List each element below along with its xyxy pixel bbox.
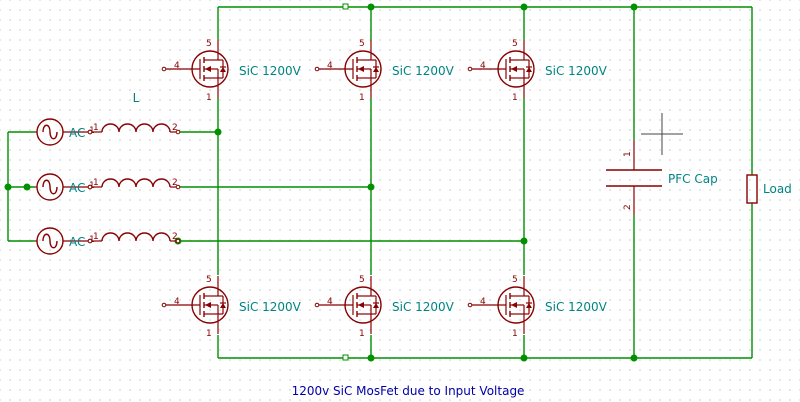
mosfet-value: SiC 1200V — [392, 64, 455, 78]
inductor-pin-number: 1 — [93, 178, 99, 188]
load-resistor[interactable]: Load — [746, 174, 792, 204]
mosfet-value: SiC 1200V — [239, 64, 302, 78]
gate-pin-number: 4 — [327, 61, 333, 71]
source-value: AC — [69, 181, 85, 195]
source-pin-number: 1 — [206, 93, 212, 103]
bus-marker — [342, 354, 349, 361]
junction-dot — [214, 128, 222, 136]
ac-source-2[interactable]: AC 1 — [34, 173, 95, 201]
drain-pin-number: 5 — [512, 275, 518, 285]
source-pin-number: 1 — [359, 93, 365, 103]
junction-dot — [520, 3, 528, 11]
mosfet-value: SiC 1200V — [392, 300, 455, 314]
junction-dot — [4, 183, 12, 191]
inductor-1[interactable]: 1 2 L — [87, 91, 181, 135]
drain-pin-number: 5 — [206, 39, 212, 49]
mosfet-q6[interactable]: 4 5 1 SiC 1200V — [467, 275, 608, 339]
junction-dot — [367, 3, 375, 11]
junction-dot — [520, 237, 528, 245]
inductor-pin-number: 2 — [172, 178, 178, 188]
gate-pin-number: 4 — [174, 61, 180, 71]
pfc-capacitor[interactable]: 1 2 PFC Cap — [606, 140, 718, 215]
crosshair-cursor — [641, 113, 683, 155]
source-pin-number: 1 — [206, 329, 212, 339]
mosfet-q2[interactable]: 4 5 1 SiC 1200V — [314, 39, 455, 103]
schematic-note: 1200v SiC MosFet due to Input Voltage — [292, 384, 525, 398]
inductor-pin-number: 2 — [172, 232, 178, 242]
gate-pin-number: 4 — [327, 297, 333, 307]
junctions — [4, 3, 638, 362]
drain-pin-number: 5 — [206, 275, 212, 285]
source-pin-number: 1 — [512, 93, 518, 103]
junction-dot — [630, 3, 638, 11]
junction-dot — [23, 183, 31, 191]
junction-dot — [630, 354, 638, 362]
gate-pin-number: 4 — [480, 61, 486, 71]
mosfet-value: SiC 1200V — [545, 300, 608, 314]
inductor-pin-number: 1 — [93, 123, 99, 133]
load-value: Load — [763, 182, 792, 196]
wires — [7, 6, 753, 359]
inductor-pin-number: 1 — [93, 232, 99, 242]
mosfet-q1[interactable]: 4 5 1 SiC 1200V — [161, 39, 302, 103]
bus-marker — [342, 3, 349, 10]
mosfet-q3[interactable]: 4 5 1 SiC 1200V — [467, 39, 608, 103]
drain-pin-number: 5 — [512, 39, 518, 49]
gate-pin-number: 4 — [480, 297, 486, 307]
gate-pin-number: 4 — [174, 297, 180, 307]
ac-source-1[interactable]: AC 1 — [34, 118, 95, 146]
cap-pin-number: 2 — [623, 204, 633, 210]
mosfet-value: SiC 1200V — [545, 64, 608, 78]
drain-pin-number: 5 — [359, 39, 365, 49]
inductor-pin-number: 2 — [172, 123, 178, 133]
source-pin-number: 1 — [512, 329, 518, 339]
ac-source-3[interactable]: AC 1 — [34, 227, 95, 255]
junction-dot — [367, 183, 375, 191]
inductor-value: L — [133, 91, 140, 105]
mosfet-q4[interactable]: 4 5 1 SiC 1200V — [161, 275, 302, 339]
inductor-2[interactable]: 1 2 — [87, 178, 181, 190]
source-value: AC — [69, 126, 85, 140]
capacitor-value: PFC Cap — [668, 172, 718, 186]
cap-pin-number: 1 — [623, 151, 633, 157]
junction-dot — [520, 354, 528, 362]
source-value: AC — [69, 235, 85, 249]
inductor-3[interactable]: 1 2 — [87, 232, 181, 244]
junction-dot — [367, 354, 375, 362]
mosfet-value: SiC 1200V — [239, 300, 302, 314]
drain-pin-number: 5 — [359, 275, 365, 285]
mosfet-q5[interactable]: 4 5 1 SiC 1200V — [314, 275, 455, 339]
source-pin-number: 1 — [359, 329, 365, 339]
